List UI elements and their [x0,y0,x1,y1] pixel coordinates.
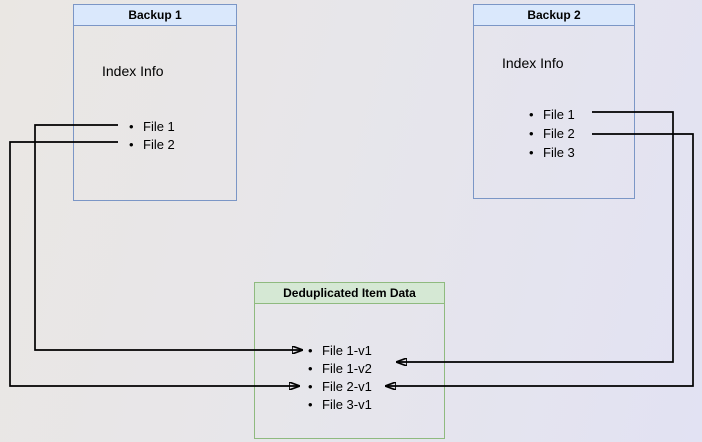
backup2-title: Backup 2 [474,5,634,26]
list-item: File 1-v2 [308,360,372,378]
dedup-item-list: File 1-v1File 1-v2File 2-v1File 3-v1 [308,342,372,414]
backup2-box: Backup 2 Index Info File 1File 2File 3 [473,4,635,199]
list-item: File 3-v1 [308,396,372,414]
list-item: File 2-v1 [308,378,372,396]
list-item: File 1 [129,118,175,136]
backup1-box: Backup 1 Index Info File 1File 2 [73,4,237,201]
list-item: File 2 [129,136,175,154]
backup1-file-list: File 1File 2 [129,118,175,154]
backup1-title: Backup 1 [74,5,236,26]
backup2-index-info-label: Index Info [502,55,564,71]
dedup-box: Deduplicated Item Data File 1-v1File 1-v… [254,282,445,439]
list-item: File 2 [529,124,575,143]
dedup-title: Deduplicated Item Data [255,283,444,304]
backup1-index-info-label: Index Info [102,63,164,79]
backup2-file-list: File 1File 2File 3 [529,105,575,162]
list-item: File 1 [529,105,575,124]
list-item: File 1-v1 [308,342,372,360]
list-item: File 3 [529,143,575,162]
